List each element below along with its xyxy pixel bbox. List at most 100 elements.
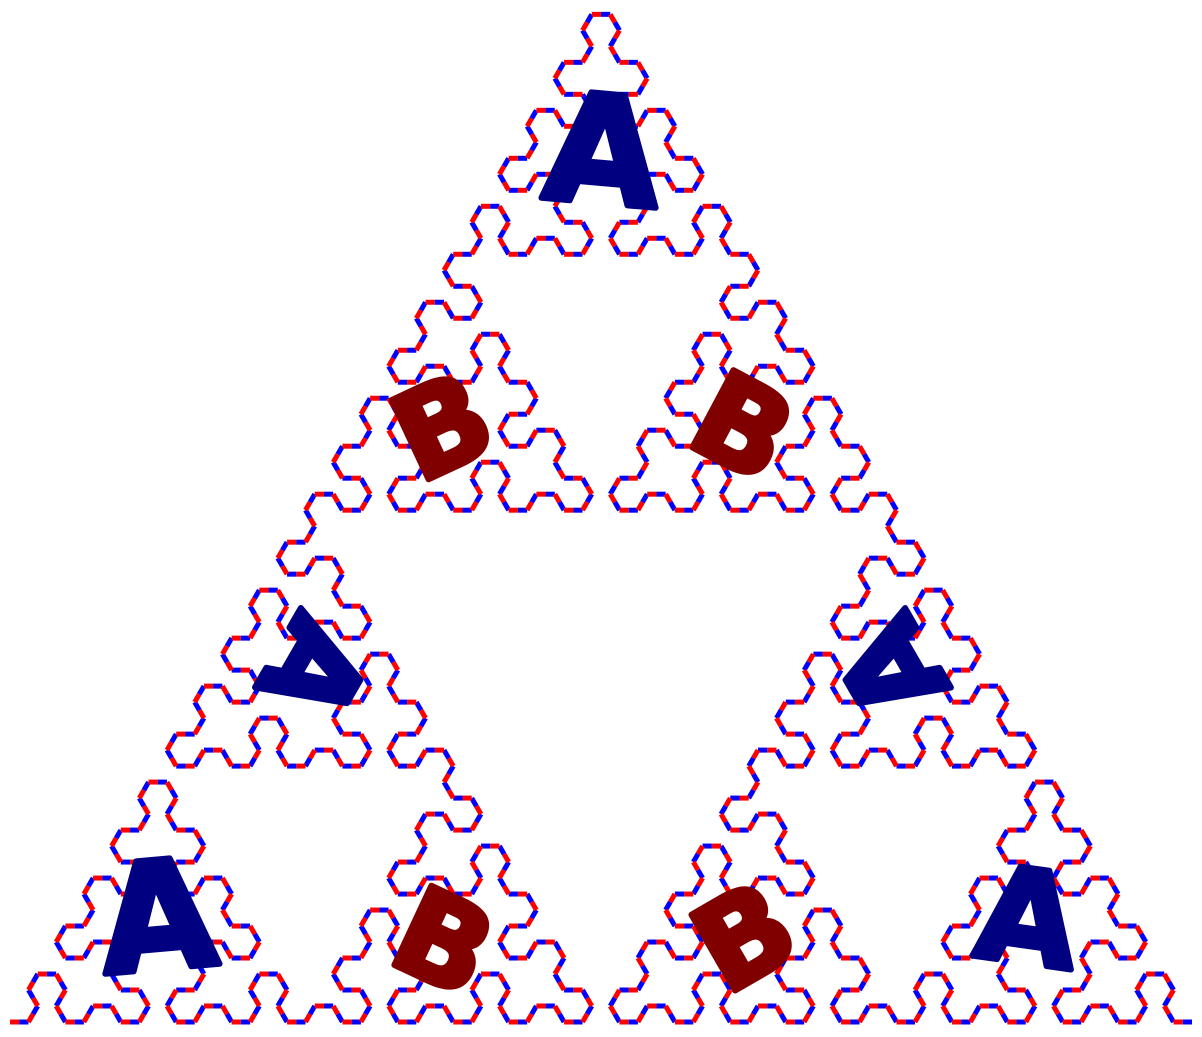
curve-segment-blue <box>889 532 899 544</box>
curve-segment-red <box>335 468 345 480</box>
curve-segment-red <box>446 884 456 896</box>
curve-segment-red <box>303 532 313 544</box>
curve-segment-blue <box>746 277 756 288</box>
curve-segment-blue <box>806 396 816 408</box>
curve-segment-red <box>668 380 678 392</box>
curve-segment-blue <box>529 109 539 120</box>
curve-segment-red <box>640 77 650 88</box>
curve-segment-blue <box>1000 692 1010 704</box>
curve-segment-blue <box>862 492 871 504</box>
curve-segment-red <box>391 756 401 768</box>
curve-segment-red <box>81 884 91 896</box>
curve-segment-red <box>917 996 927 1008</box>
curve-segment-red <box>164 812 174 824</box>
curve-segment-blue <box>386 484 396 496</box>
curve-segment-blue <box>54 940 63 952</box>
curve-segment-red <box>524 245 534 256</box>
curve-segment-red <box>774 332 784 344</box>
curve-segment-red <box>363 420 373 432</box>
curve-segment-red <box>164 780 174 792</box>
curve-segment-blue <box>584 1004 594 1016</box>
curve-segment-blue <box>1083 964 1093 976</box>
curve-segment-red <box>718 1004 728 1016</box>
curve-segment-blue <box>945 692 955 704</box>
curve-segment-red <box>446 277 456 288</box>
curve-segment-blue <box>801 988 811 1000</box>
curve-segment-blue <box>252 740 262 752</box>
curve-segment-blue <box>386 364 396 376</box>
curve-segment-blue <box>778 724 788 736</box>
curve-segment-blue <box>695 205 705 216</box>
curve-segment-red <box>391 372 401 384</box>
curve-segment-blue <box>469 476 479 488</box>
curve-segment-blue <box>663 173 673 184</box>
curve-segment-blue <box>723 213 733 224</box>
curve-segment-red <box>192 828 202 840</box>
curve-segment-blue <box>335 500 345 512</box>
curve-segment-red <box>414 852 424 864</box>
curve-segment-blue <box>663 133 673 144</box>
curve-segment-red <box>612 93 622 104</box>
curve-segment-blue <box>363 676 373 688</box>
curve-segment-blue <box>331 708 340 720</box>
curve-segment-blue <box>30 1004 40 1016</box>
curve-segment-blue <box>691 181 701 192</box>
curve-segment-red <box>418 364 428 376</box>
curve-segment-blue <box>497 428 507 440</box>
curve-segment-red <box>635 1012 645 1024</box>
curve-segment-red <box>81 1012 91 1024</box>
curve-segment-blue <box>1162 996 1172 1008</box>
curve-segment-blue <box>252 588 262 600</box>
curve-segment-blue <box>695 237 705 248</box>
curve-segment-red <box>303 1012 313 1024</box>
curve-segment-red <box>1023 788 1033 800</box>
curve-segment-red <box>751 780 761 792</box>
curve-segment-red <box>386 356 396 368</box>
curve-segment-blue <box>497 876 507 888</box>
curve-segment-blue <box>363 492 373 504</box>
curve-segment-red <box>1139 996 1148 1008</box>
curve-segment-blue <box>363 1004 373 1016</box>
curve-segment-red <box>497 460 507 472</box>
curve-segment-blue <box>335 1012 345 1024</box>
curve-segment-blue <box>391 348 401 360</box>
curve-segment-blue <box>1079 980 1088 992</box>
curve-segment-red <box>529 428 539 440</box>
curve-segment-blue <box>723 348 733 360</box>
curve-segment-blue <box>557 1012 567 1024</box>
curve-segment-red <box>806 484 816 496</box>
curve-segment-blue <box>695 1004 705 1016</box>
curve-segment-blue <box>723 468 733 480</box>
curve-segment-blue <box>1083 876 1093 888</box>
curve-segment-blue <box>774 460 784 472</box>
curve-segment-blue <box>497 332 507 344</box>
curve-segment-blue <box>307 524 317 536</box>
curve-segment-red <box>635 117 645 128</box>
curve-segment-blue <box>441 780 451 792</box>
curve-segment-red <box>58 988 68 1000</box>
curve-segment-red <box>774 492 784 504</box>
curve-segment-blue <box>414 316 424 328</box>
curve-segment-blue <box>501 213 511 224</box>
curve-segment-blue <box>501 412 511 424</box>
curve-segment-red <box>663 396 673 408</box>
curve-segment-red <box>275 972 285 984</box>
curve-segment-blue <box>474 812 484 824</box>
curve-segment-blue <box>968 892 978 904</box>
curve-segment-blue <box>552 940 562 952</box>
curve-segment-red <box>829 396 839 408</box>
curve-segment-red <box>109 1004 119 1016</box>
curve-segment-red <box>141 996 151 1008</box>
curve-segment-red <box>358 916 368 928</box>
curve-segment-blue <box>414 884 424 896</box>
curve-segment-red <box>497 356 507 368</box>
curve-segment-red <box>889 564 899 576</box>
curve-segment-blue <box>192 756 202 768</box>
curve-segment-red <box>497 972 507 984</box>
curve-segment-red <box>469 500 479 512</box>
curve-segment-blue <box>635 181 645 192</box>
curve-segment-blue <box>252 932 262 944</box>
curve-segment-blue <box>862 620 871 632</box>
curve-segment-red <box>441 261 451 272</box>
curve-segment-red <box>197 844 207 856</box>
